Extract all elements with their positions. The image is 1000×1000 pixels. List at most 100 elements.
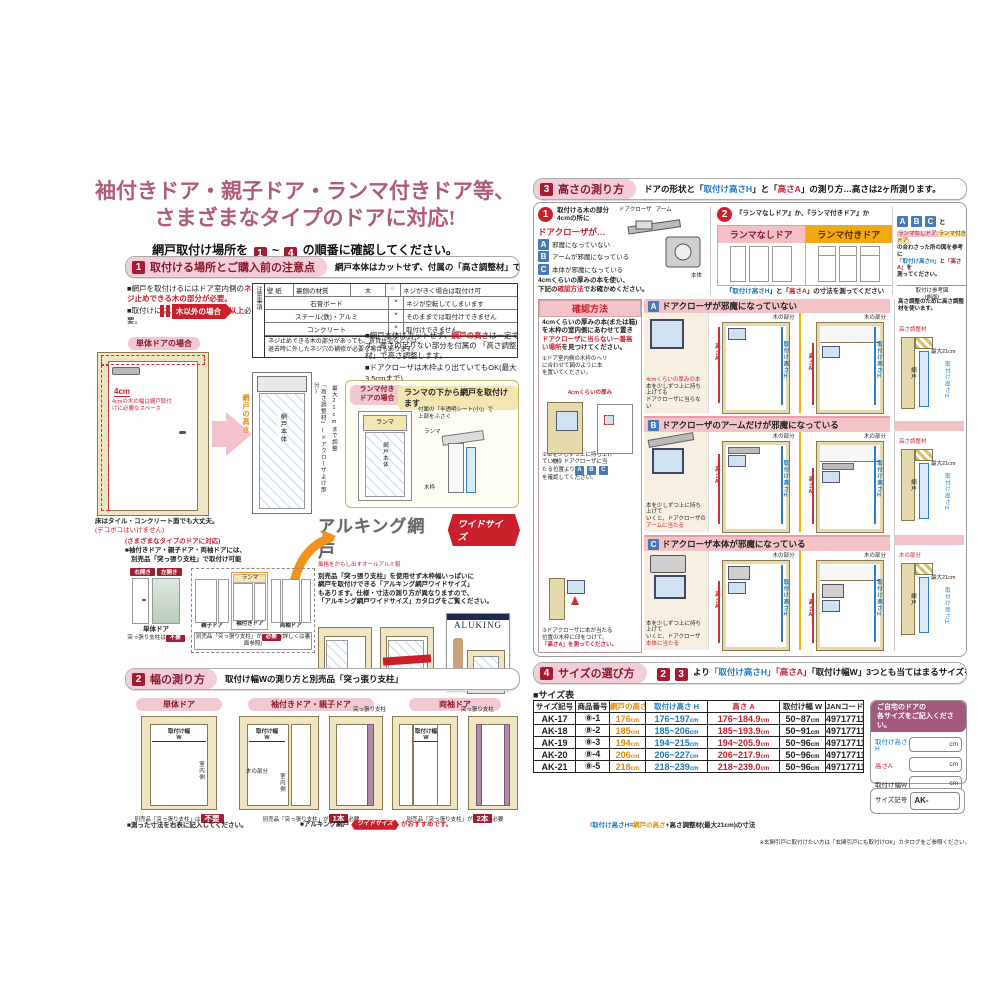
cell-ar: 185~193.9cm — [707, 724, 780, 737]
closer-arm-icon — [728, 447, 760, 454]
record-field-h: 取付け高さH cm — [875, 736, 962, 753]
caution-row: コンクリート × 取付けできません。 — [265, 323, 517, 336]
ref-caption-1: 取付け参考図 — [915, 288, 949, 295]
screen-door-frame: 網戸本体 — [252, 372, 312, 514]
row-b-ranma: 木の部分 高さA 取付け高さH — [801, 432, 891, 533]
hH-label: 取付け高さH — [943, 587, 950, 627]
book-icon — [654, 575, 686, 599]
wood-other-arrow: 木以外の場合 — [160, 303, 233, 319]
multi-door-note: 別売品「突っ張り支柱」が必要(詳しくは裏面参照) — [194, 632, 312, 650]
refbox-and: と — [939, 219, 946, 226]
body-label: 本体 — [690, 273, 702, 279]
door-sketch — [815, 560, 884, 651]
cell-h: 218cm — [609, 760, 646, 773]
s4-lead-pre: より — [693, 666, 710, 677]
record-f1-input[interactable]: cm — [909, 737, 962, 753]
hH-label: 取付け高さH — [943, 361, 950, 401]
pillar-label: 突っ張り支柱 — [460, 707, 494, 713]
v: 194 — [615, 737, 631, 748]
abc-c-icon: C — [648, 538, 659, 550]
ranma-badge-1: ランマ付き — [359, 386, 395, 393]
cell-item: ⑧-5 — [575, 760, 610, 773]
refbox-t1: ランマなしドア — [897, 231, 938, 237]
v: 185 — [615, 725, 631, 736]
cell-jan: 4971771105200 — [825, 748, 864, 761]
s2-col1-note: 別売品「突っ張り支柱」は不要 — [127, 814, 231, 824]
b-cap2: いくと、ドアクローザの — [646, 516, 706, 523]
wood-label: 木の部分 — [772, 315, 795, 321]
s3-box1: 1 取付ける木の部分 4cmの所に ドアクローザ アーム 本体 ドアクローザが…… — [538, 207, 704, 295]
row-b-title: ドアクローザのアームだけが邪魔になっている — [662, 420, 839, 430]
caution-table: 注意事項 壁 紙 裏側の材質 木 ○ ネジがきく場合は取付け可 石膏ボード × … — [252, 283, 518, 358]
wood-label: 木の部分 — [863, 553, 886, 559]
record-f2-input[interactable]: cm — [909, 757, 962, 773]
s3-box1-l2: 4cmの所に — [557, 215, 590, 223]
abc-c-icon: C — [925, 216, 936, 227]
cs1a: ①ドア室内側の木枠のヘリ — [542, 355, 608, 362]
cs3a: ③ドアクローザに本が当たる — [542, 628, 613, 635]
abc-b-icon: B — [586, 466, 596, 476]
ref-caption: 取付け参考図 (側面) — [897, 285, 967, 302]
dim-4cm: 4cm — [114, 387, 131, 397]
c-cap2: いくと、ドアクローザ — [646, 634, 701, 641]
sideview-ranma-label: ランマ — [424, 429, 441, 435]
s3-lead-c: 」の測り方…高さは2ヶ所測ります。 — [800, 184, 941, 194]
adjuster-part — [257, 376, 307, 392]
floor-note: 床はタイル・コンクリート面でも大丈夫。 — [95, 518, 219, 525]
row-c-title: ドアクローザ本体が邪魔になっている — [662, 539, 806, 549]
wood-area-top — [101, 355, 205, 365]
s4-lead-a: 「高さA」 — [775, 666, 812, 677]
cs1b: に合わせて図のように本 — [542, 362, 603, 369]
height-h-label: 取付け高さH — [782, 341, 789, 381]
door-sketch — [815, 441, 884, 533]
unit-cm: cm — [949, 761, 958, 769]
pillar-bar — [475, 724, 482, 806]
s3-box1-headtext: 取付ける木の部分 4cmの所に — [557, 207, 609, 224]
caution-footnote-2: 退去時に外したネジ穴の補修が必要な場合もあります。 — [268, 346, 418, 353]
closer-label: ドアクローザ — [619, 207, 652, 213]
size-code-input[interactable]: AK- — [910, 792, 960, 810]
ryoso-group: 両袖ドア — [270, 579, 311, 630]
s3-box1-b: アームが邪魔になっている — [552, 254, 630, 262]
s2-note1a: 別売品「突っ張り支柱」は — [134, 817, 201, 823]
col-size-code: サイズ記号 — [533, 700, 576, 713]
section3-body: 1 取付ける木の部分 4cmの所に ドアクローザ アーム 本体 ドアクローザが…… — [533, 202, 967, 657]
u: cm — [760, 729, 770, 736]
v: 206~217.9 — [717, 749, 761, 760]
section3-lead: ドアの形状と「取付け高さH」と「高さA」の測り方…高さは2ヶ所測ります。 — [636, 183, 949, 195]
cell-item: ⑧-3 — [575, 736, 610, 749]
cell-ar: 194~205.9cm — [707, 736, 780, 749]
book-icon — [650, 319, 684, 349]
thumb-ranma — [860, 247, 879, 256]
s4-lead-post: 3つとも当てはまるサイズをお選びください。 — [866, 666, 966, 677]
section3-title-seg: 3 高さの測り方 — [534, 179, 636, 199]
refbox-l3: の合わさった所の図を参考に — [897, 244, 964, 258]
u: cm — [689, 765, 699, 772]
caution-material: スチール(鉄)・アルミ — [265, 310, 389, 322]
aluking-body-3: もあります。仕様・寸法の測り方が異なりますので、 — [318, 589, 474, 597]
cell-ar: 206~217.9cm — [707, 748, 780, 761]
sheet-note-1: 付属の「半透明シート(小)」で — [418, 407, 494, 413]
bullet1-red: ネジ止めできる木の部分が必要。 — [127, 284, 252, 304]
need-c: (詳しくは裏面参照) — [243, 634, 311, 647]
f2a: 下記の — [538, 285, 558, 293]
sideref-diagram-3: 木の部分 最大21cm 取付け高さH 網戸 — [899, 553, 957, 639]
indoor-label: 室内側 — [278, 773, 285, 793]
size-table: サイズ記号 商品番号 網戸の高さ 取付け高さ H 高さ A 取付け幅 W JAN… — [533, 700, 864, 773]
sideref-note2: を使います。 — [903, 305, 936, 312]
s3-box1-head: 1 取付ける木の部分 4cmの所に ドアクローザ アーム — [538, 207, 704, 224]
ranma-sideview: 付属の「半透明シート(小)」で上部をふさぐ ランマ 木枠 — [418, 407, 513, 493]
u: cm — [630, 765, 640, 772]
height-a-arrow — [718, 454, 720, 524]
u: cm — [689, 741, 699, 748]
wood-label: 木の部分 — [863, 315, 886, 321]
right-open-badge: 右開き — [130, 568, 155, 577]
abc-c-icon: C — [538, 263, 549, 275]
caution-note: そのままでは取付けできません — [406, 314, 497, 321]
height-a-arrow — [811, 593, 814, 643]
net-body-label: 網戸本体 — [277, 413, 287, 443]
